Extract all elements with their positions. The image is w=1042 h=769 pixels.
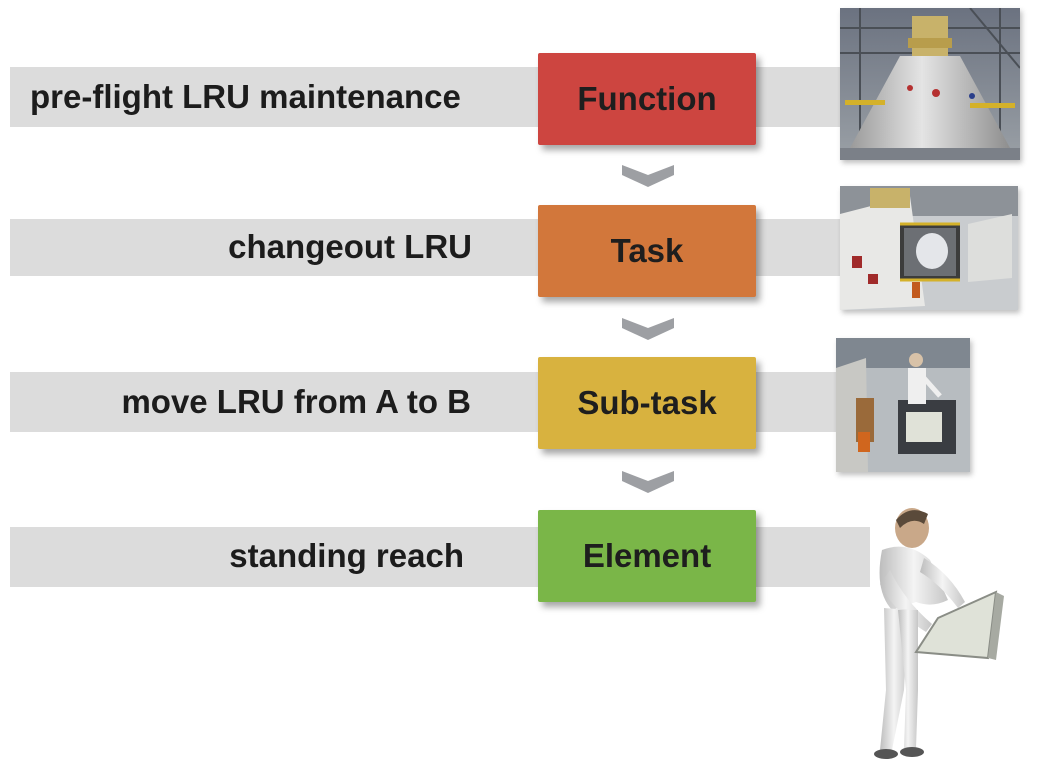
chevron-down-icon xyxy=(622,165,674,187)
label-task: changeout LRU xyxy=(228,228,472,265)
chevron-down-icon xyxy=(622,471,674,493)
crew-moving-lru-image xyxy=(836,338,970,472)
label-sub-task: move LRU from A to B xyxy=(121,383,471,420)
label-function: pre-flight LRU maintenance xyxy=(30,78,461,115)
level-box-function: Function xyxy=(538,53,756,145)
spacecraft-in-hangar-image xyxy=(840,8,1020,160)
label-element: standing reach xyxy=(229,537,464,574)
capsule-hatch-image xyxy=(840,186,1018,310)
human-figure-reaching-image xyxy=(874,508,1004,759)
level-box-sub-task: Sub-task xyxy=(538,357,756,449)
chevron-down-icon xyxy=(622,318,674,340)
level-box-element: Element xyxy=(538,510,756,602)
level-box-task: Task xyxy=(538,205,756,297)
